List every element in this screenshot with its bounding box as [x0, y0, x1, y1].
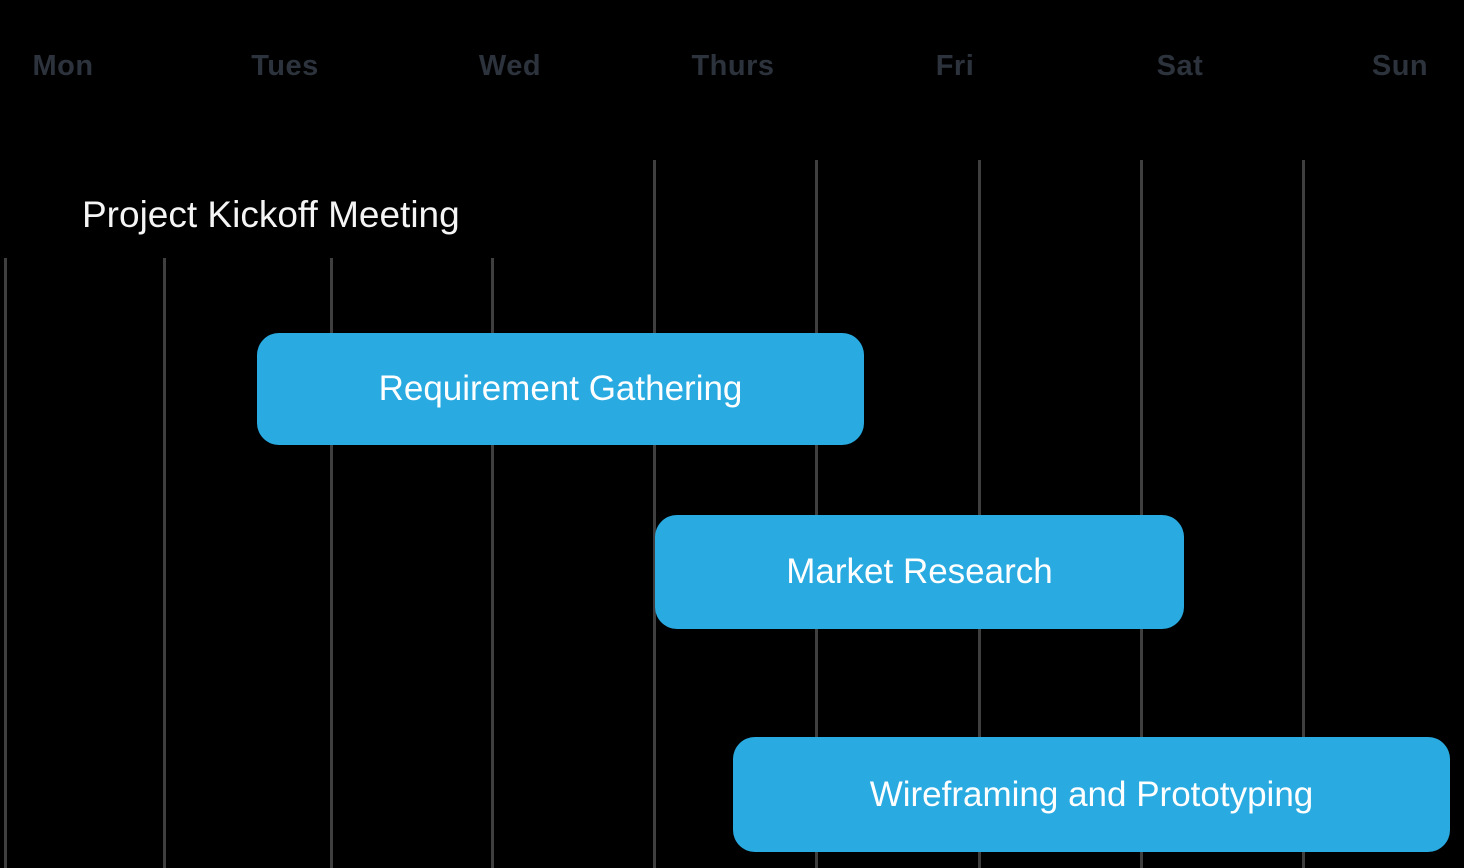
axis-label-thurs: Thurs: [691, 50, 775, 82]
axis-label-tues: Tues: [251, 50, 319, 82]
gridline: [653, 160, 656, 868]
gridline: [330, 258, 333, 868]
gridline: [815, 160, 818, 868]
axis-label-fri: Fri: [935, 50, 975, 82]
task-bar-label: Market Research: [786, 552, 1053, 591]
gridline: [491, 258, 494, 868]
task-bar-requirement-gathering: Requirement Gathering: [257, 333, 864, 445]
task-label-project-kickoff-meeting: Project Kickoff Meeting: [82, 194, 460, 235]
task-bar-wireframing-and-prototyping: Wireframing and Prototyping: [733, 737, 1450, 852]
task-bar-label: Requirement Gathering: [378, 369, 743, 408]
gridline: [1140, 160, 1143, 868]
gridline: [4, 258, 7, 868]
axis-label-sun: Sun: [1371, 50, 1429, 82]
axis-label-sat: Sat: [1156, 50, 1204, 82]
task-bar-label: Wireframing and Prototyping: [869, 774, 1314, 814]
task-bar-market-research: Market Research: [655, 515, 1184, 629]
gridline: [163, 258, 166, 868]
gridline: [978, 160, 981, 868]
axis-label-wed: Wed: [478, 50, 542, 82]
gridline: [1302, 160, 1305, 868]
axis-label-mon: Mon: [32, 50, 94, 82]
